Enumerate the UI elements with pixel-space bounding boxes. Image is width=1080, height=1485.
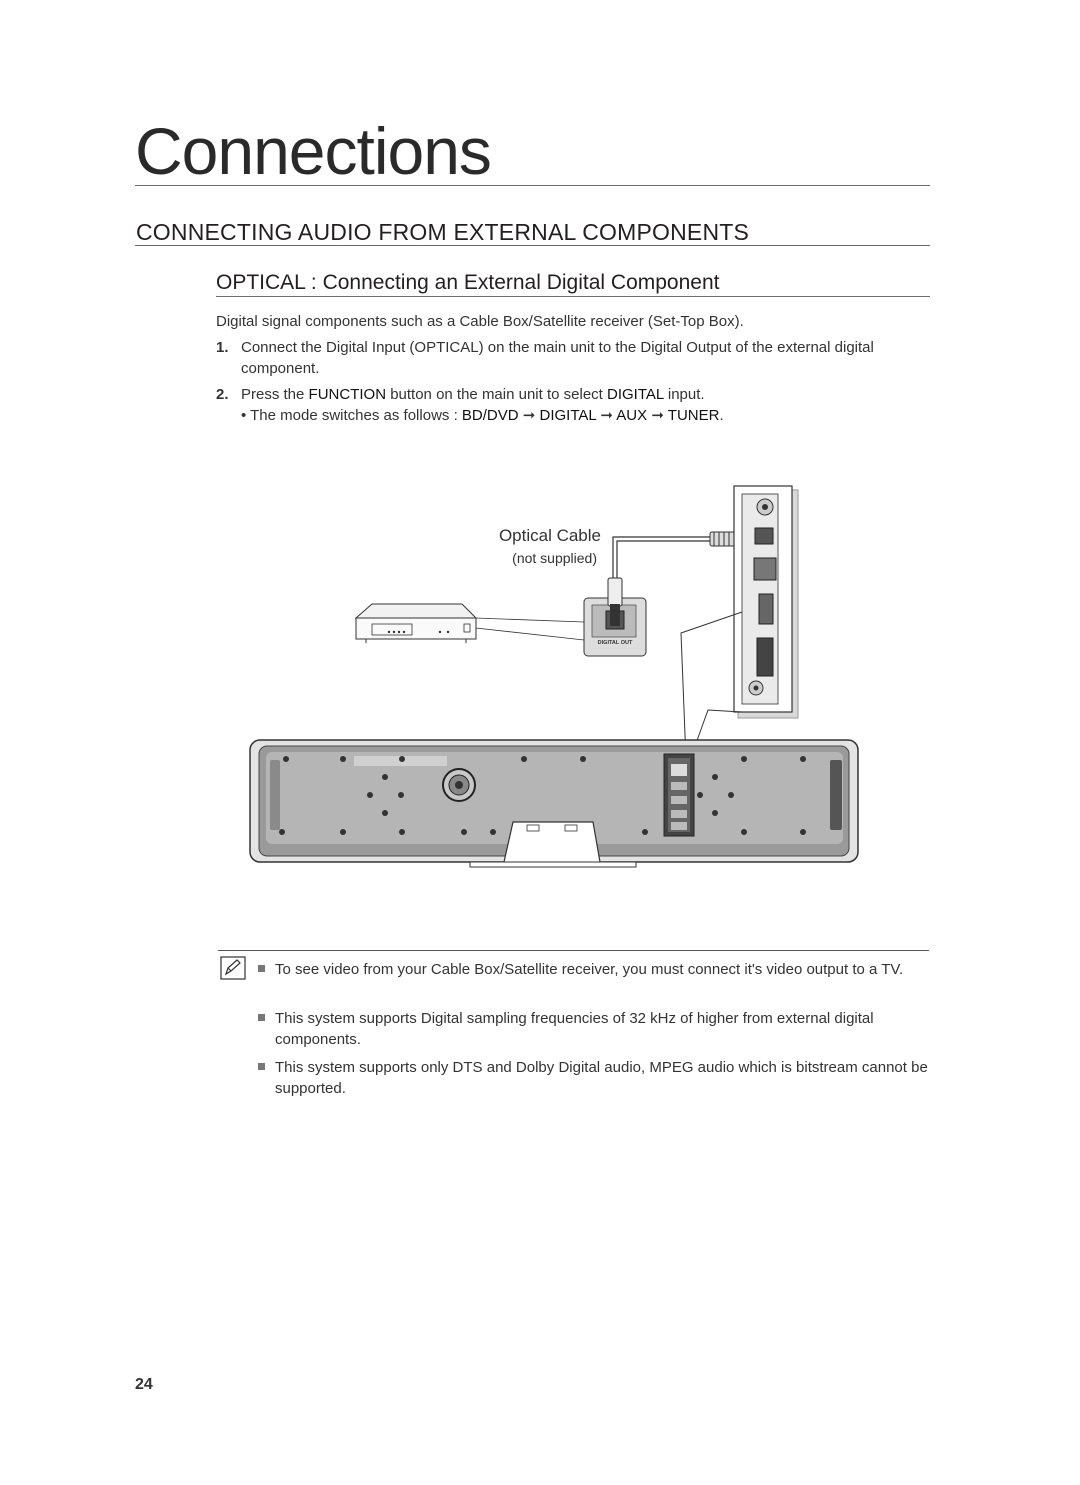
intro-text: Digital signal components such as a Cabl…: [216, 313, 744, 330]
mode-digital: DIGITAL: [539, 407, 597, 424]
section-title: CONNECTING AUDIO FROM EXTERNAL COMPONENT…: [136, 219, 750, 245]
note-pencil-icon: [220, 956, 246, 980]
optical-cable-label: Optical Cable: [499, 526, 601, 545]
digital-keyword: DIGITAL: [607, 386, 664, 403]
bullet-square-icon: [258, 1014, 265, 1021]
note-item: This system supports Digital sampling fr…: [258, 1008, 930, 1050]
notes-rule: [218, 950, 929, 951]
note-text: This system supports Digital sampling fr…: [275, 1010, 874, 1048]
chapter-rule: [135, 185, 930, 186]
step-number: 1.: [216, 339, 229, 356]
arrow-icon: ➞: [651, 407, 664, 424]
mode-bd-dvd: BD/DVD: [461, 407, 519, 424]
step-1: 1. Connect the Digital Input (OPTICAL) o…: [216, 337, 916, 379]
connection-diagram: Optical Cable (not supplied): [249, 485, 859, 868]
note-text: To see video from your Cable Box/Satelli…: [275, 961, 904, 978]
mode-suffix: .: [719, 407, 724, 424]
mode-tuner: TUNER: [667, 407, 720, 424]
not-supplied-label: (not supplied): [512, 550, 597, 566]
step-text-part: Press the: [241, 386, 309, 403]
mode-prefix: • The mode switches as follows :: [241, 407, 462, 424]
subsection-rule: [216, 296, 930, 297]
set-top-box: [354, 603, 585, 643]
step-2: 2. Press the FUNCTION button on the main…: [216, 384, 916, 405]
arrow-icon: ➞: [600, 407, 613, 424]
main-unit-rear: [249, 739, 859, 868]
step-number: 2.: [216, 386, 229, 403]
chapter-title: Connections: [135, 114, 492, 188]
panel-leader-lines: [680, 611, 743, 761]
bullet-square-icon: [258, 1063, 265, 1070]
arrow-icon: ➞: [522, 407, 536, 424]
step-text: Connect the Digital Input (OPTICAL) on t…: [241, 339, 874, 377]
digital-out-label: DIGITAL OUT: [598, 640, 633, 646]
step-text-part: button on the main unit to select: [386, 386, 608, 403]
subsection-title: OPTICAL : Connecting an External Digital…: [216, 271, 720, 294]
optical-cable: [612, 536, 712, 578]
note-item: To see video from your Cable Box/Satelli…: [258, 959, 930, 1001]
digital-out-callout: DIGITAL OUT: [583, 577, 647, 657]
step-text: Press the FUNCTION button on the main un…: [241, 384, 911, 405]
page-number: 24: [135, 1376, 153, 1393]
note-item: This system supports only DTS and Dolby …: [258, 1057, 930, 1099]
mode-sequence: • The mode switches as follows : BD/DVD …: [241, 406, 724, 424]
bullet-square-icon: [258, 965, 265, 972]
section-rule: [135, 245, 930, 246]
step-text-part: input.: [663, 386, 705, 403]
mode-aux: AUX: [616, 407, 648, 424]
rear-panel-jacks: [733, 485, 799, 719]
function-keyword: FUNCTION: [308, 386, 387, 403]
note-text: This system supports only DTS and Dolby …: [275, 1059, 928, 1097]
